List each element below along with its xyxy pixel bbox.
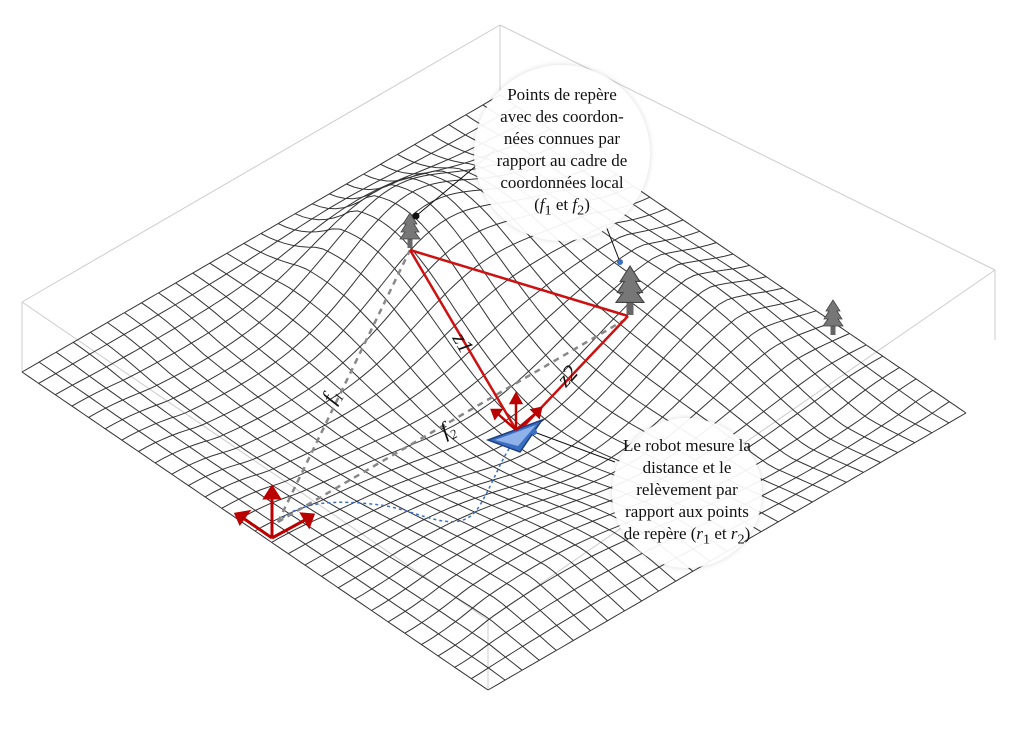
callout-text: (f1 et f2) <box>534 195 590 219</box>
landmark-tree-icon <box>399 212 421 248</box>
callout-text: de repère (r1 et r2) <box>623 524 751 548</box>
landmark-tree-icon <box>822 299 844 335</box>
grid-line <box>354 321 834 600</box>
label-z1: z1 <box>447 327 479 357</box>
origin-frame-icon <box>233 484 316 540</box>
grid-line <box>321 298 800 577</box>
landmarks-callout: Points de repère avec des coordon- nées … <box>474 65 650 241</box>
grid-line <box>188 208 667 487</box>
grid-line <box>175 282 642 602</box>
callout-text: relèvement par <box>636 480 738 500</box>
grid-line <box>192 272 660 592</box>
grid-line <box>380 163 847 483</box>
callout-text: coordonnées local <box>500 173 624 193</box>
landmark-observation-dashed <box>276 249 629 524</box>
robot-trajectory <box>277 439 516 523</box>
robot-callout: Le robot mesure la distance et le relève… <box>612 418 762 568</box>
callout-text: nées connues par <box>503 129 621 149</box>
grid-line <box>337 310 817 589</box>
grid-line <box>72 341 540 661</box>
grid-line <box>304 287 784 566</box>
landmark-tree-icon <box>614 264 646 315</box>
grid-line <box>288 276 767 555</box>
grid-line <box>254 253 734 532</box>
callout-text: avec des coordon- <box>500 107 624 127</box>
grid-line <box>371 333 850 611</box>
box-edge <box>21 301 489 690</box>
callout-text: rapport aux points <box>625 502 749 522</box>
box-edge <box>21 24 501 372</box>
box-edge <box>499 24 996 271</box>
callout-text: distance et le <box>642 458 732 478</box>
grid-line <box>107 322 574 641</box>
grid-line <box>38 105 517 384</box>
callout-text: Points de repère <box>507 85 617 105</box>
callout-text: Le robot mesure la <box>623 436 751 456</box>
robot-icon <box>485 391 544 453</box>
callout-text: rapport au cadre de <box>496 151 628 171</box>
